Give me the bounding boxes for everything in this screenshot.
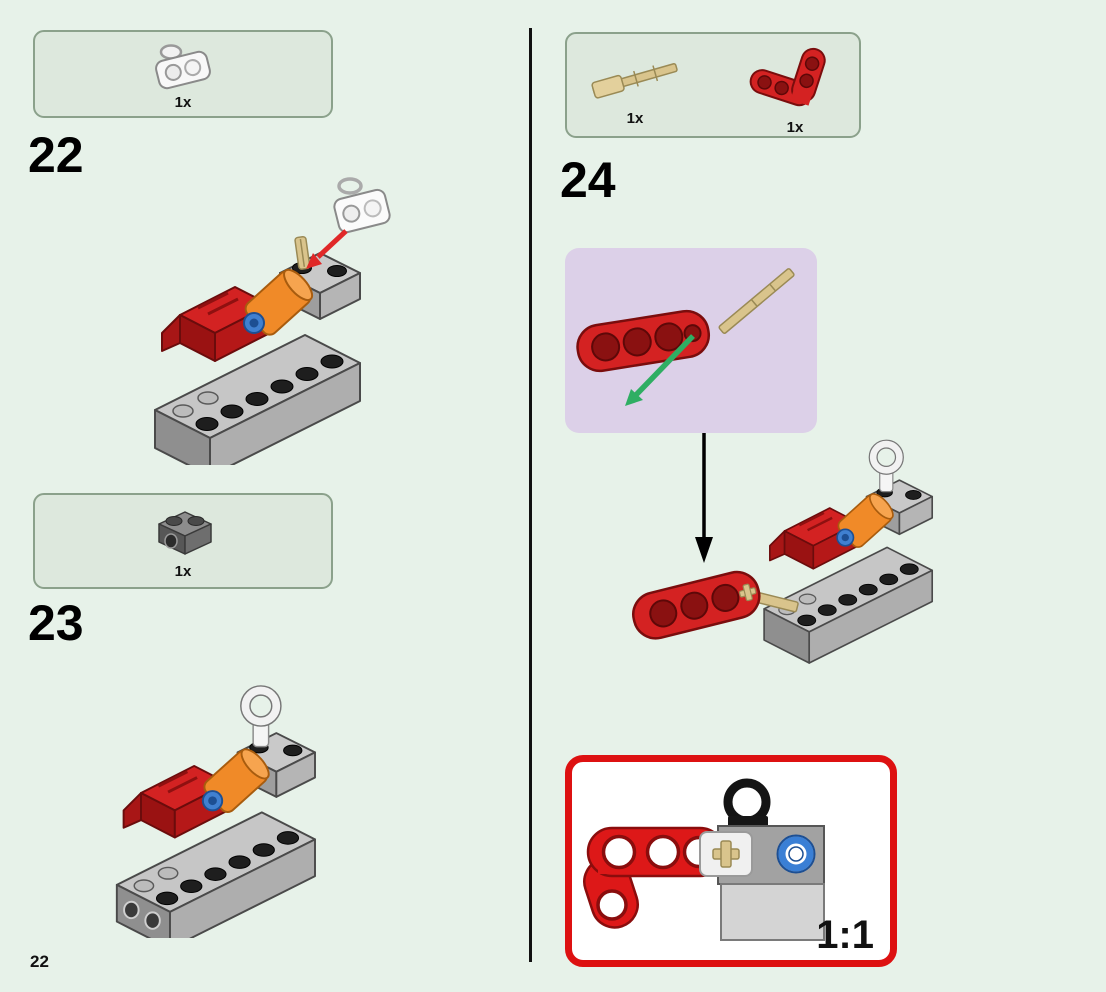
black-ring-icon	[723, 778, 771, 826]
step-23-assembly-illustration	[115, 648, 317, 938]
part-count: 1x	[174, 94, 192, 111]
parts-box-step-24: 1x 1x	[565, 32, 861, 138]
step-number-24: 24	[560, 152, 616, 208]
dark-technic-brick-icon	[158, 511, 212, 555]
scale-callout: 1:1	[565, 755, 897, 967]
down-arrow-icon	[695, 433, 713, 563]
tan-axle-icon	[591, 63, 678, 99]
part-item: 1x	[576, 43, 694, 127]
page-number: 22	[30, 952, 49, 971]
tan-axle-cross-icon	[712, 840, 740, 868]
white-pin-connector-icon	[155, 44, 211, 90]
part-item: 1x	[133, 37, 233, 111]
scale-label: 1:1	[816, 913, 874, 957]
red-beam-actual-size-icon	[583, 826, 726, 929]
tan-pin-icon	[294, 235, 311, 270]
blue-pin-ring-icon	[776, 834, 816, 874]
gray-brick-bottom	[720, 883, 825, 941]
sub-assembly-inset	[565, 248, 817, 433]
part-item: 1x	[133, 502, 233, 580]
column-divider	[529, 28, 532, 962]
tan-axle-icon	[718, 268, 795, 334]
sub-assembly-illustration	[576, 268, 795, 406]
step-number-23: 23	[28, 595, 84, 651]
part-count: 1x	[174, 563, 192, 580]
red-angular-beam-icon	[749, 47, 826, 107]
parts-box-step-22: 1x	[33, 30, 333, 118]
white-connector-part-icon	[333, 177, 391, 234]
tan-axle-cross-icon	[738, 583, 757, 602]
step-24-assembly-illustration	[632, 436, 934, 665]
part-count: 1x	[786, 119, 804, 136]
scale-callout-illustration	[583, 778, 825, 941]
parts-box-step-23: 1x	[33, 493, 333, 589]
green-arrow-icon	[625, 334, 695, 406]
technic-hole	[123, 900, 140, 920]
step-number-22: 22	[28, 127, 84, 183]
technic-hole	[144, 911, 161, 930]
red-arrow-icon	[306, 229, 348, 269]
part-count: 1x	[626, 110, 644, 127]
step-22-assembly-illustration	[153, 177, 391, 465]
red-beam-icon	[632, 570, 761, 640]
part-item: 1x	[740, 34, 850, 136]
